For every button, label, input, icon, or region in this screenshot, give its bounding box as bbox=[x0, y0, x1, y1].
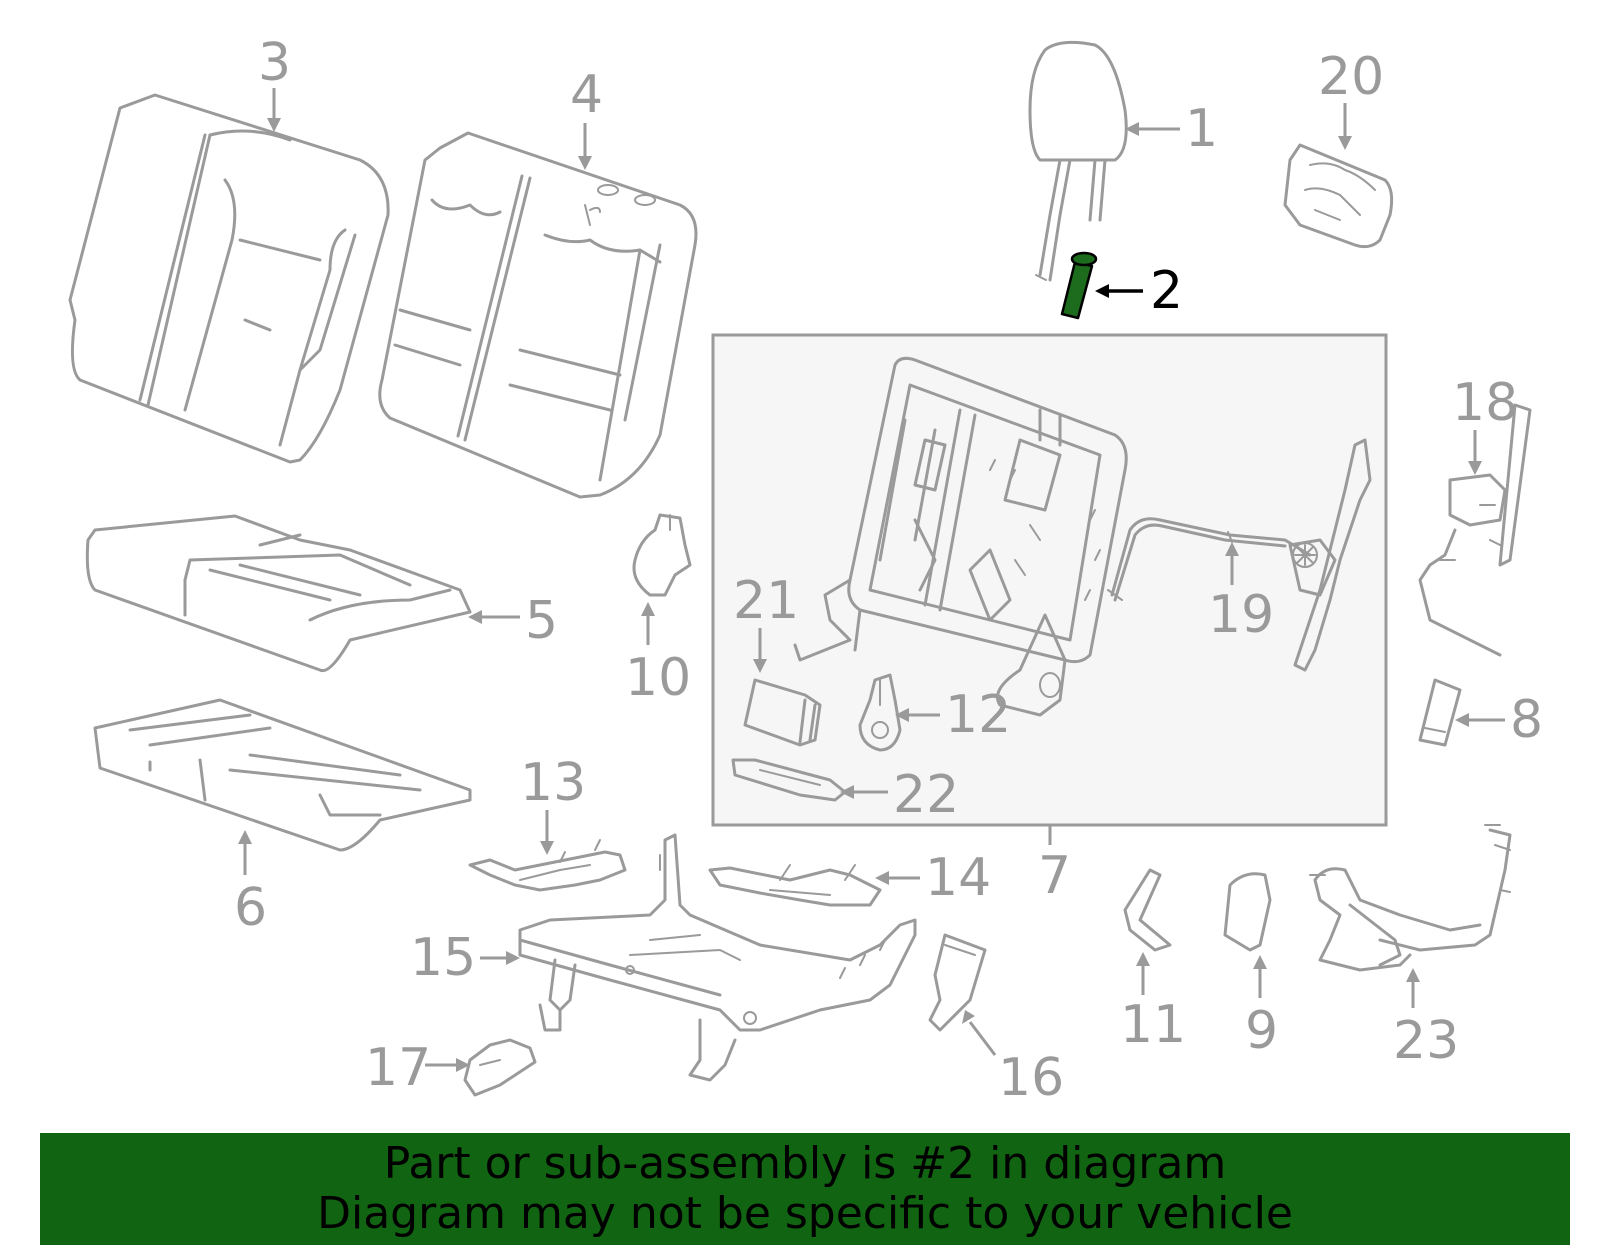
callout-1[interactable]: 1 bbox=[1185, 99, 1218, 159]
part-15-cushion-frame[interactable] bbox=[518, 833, 917, 1082]
callout-20[interactable]: 20 bbox=[1318, 47, 1384, 107]
callout-22[interactable]: 22 bbox=[893, 765, 959, 825]
arrowhead-2 bbox=[1095, 284, 1109, 298]
callout-16[interactable]: 16 bbox=[998, 1048, 1064, 1108]
part-8-cap[interactable] bbox=[1418, 678, 1462, 747]
callout-19[interactable]: 19 bbox=[1208, 585, 1274, 645]
part-12-latch[interactable] bbox=[858, 673, 902, 752]
part-5-cushion-cover[interactable] bbox=[85, 514, 472, 673]
arrowhead-13 bbox=[540, 841, 554, 855]
callout-9[interactable]: 9 bbox=[1245, 1001, 1278, 1061]
arrowhead-22 bbox=[840, 785, 854, 799]
part-3-seatback-cover[interactable] bbox=[68, 93, 390, 464]
arrowhead-4 bbox=[578, 156, 592, 170]
callout-18[interactable]: 18 bbox=[1452, 373, 1518, 433]
part-23-wiring-harness[interactable] bbox=[1309, 824, 1512, 972]
leader-16 bbox=[968, 1021, 997, 1056]
arrowhead-1 bbox=[1125, 122, 1139, 136]
part-18-latch-assembly[interactable] bbox=[1418, 403, 1532, 657]
part-1-headrest[interactable] bbox=[1028, 40, 1128, 282]
arrowhead-17 bbox=[456, 1058, 470, 1072]
part-17-foot-cover[interactable] bbox=[463, 1038, 537, 1097]
arrowhead-11 bbox=[1136, 952, 1150, 966]
callout-10[interactable]: 10 bbox=[625, 648, 691, 708]
callout-15[interactable]: 15 bbox=[410, 928, 476, 988]
part-2-headrest-guide[interactable] bbox=[1060, 251, 1098, 320]
part-7-seatback-frame[interactable] bbox=[793, 356, 1128, 717]
part-9-cap[interactable] bbox=[1223, 872, 1272, 952]
arrowhead-8 bbox=[1455, 713, 1469, 727]
info-banner: Part or sub-assembly is #2 in diagram Di… bbox=[40, 1133, 1570, 1245]
arrowhead-21 bbox=[753, 659, 767, 673]
arrowhead-16 bbox=[962, 1010, 975, 1024]
arrowhead-23 bbox=[1406, 968, 1420, 982]
arrowhead-19 bbox=[1225, 542, 1239, 556]
part-21-module[interactable] bbox=[743, 678, 822, 747]
callout-6[interactable]: 6 bbox=[234, 878, 267, 938]
callout-12[interactable]: 12 bbox=[945, 685, 1011, 745]
part-7-frame-group-box[interactable] bbox=[711, 333, 1388, 827]
callout-4[interactable]: 4 bbox=[570, 65, 603, 125]
callout-21[interactable]: 21 bbox=[733, 571, 799, 631]
arrowhead-10 bbox=[641, 602, 655, 616]
part-20-bracket[interactable] bbox=[1283, 143, 1394, 249]
part-6-cushion-pad[interactable] bbox=[93, 698, 472, 852]
arrowhead-6 bbox=[238, 830, 252, 844]
part-16-trim[interactable] bbox=[928, 933, 987, 1032]
banner-line-disclaimer: Diagram may not be specific to your vehi… bbox=[317, 1188, 1293, 1239]
callout-14[interactable]: 14 bbox=[925, 848, 991, 908]
arrowhead-3 bbox=[267, 118, 281, 132]
arrowhead-12 bbox=[895, 708, 909, 722]
banner-line-part: Part or sub-assembly is #2 in diagram bbox=[383, 1138, 1227, 1189]
callout-3[interactable]: 3 bbox=[258, 33, 291, 93]
part-19-recliner-cable[interactable] bbox=[1107, 438, 1372, 672]
callout-5[interactable]: 5 bbox=[525, 591, 558, 651]
callout-2[interactable]: 2 bbox=[1150, 261, 1183, 321]
part-10-cover[interactable] bbox=[632, 513, 692, 597]
callout-8[interactable]: 8 bbox=[1510, 690, 1543, 750]
callout-7[interactable]: 7 bbox=[1038, 846, 1071, 906]
arrowhead-20 bbox=[1338, 136, 1352, 150]
arrowhead-15 bbox=[506, 951, 520, 965]
part-13-bracket[interactable] bbox=[468, 839, 627, 892]
callout-13[interactable]: 13 bbox=[520, 753, 586, 813]
arrowhead-14 bbox=[875, 871, 889, 885]
arrowhead-18 bbox=[1468, 461, 1482, 475]
part-14-bracket[interactable] bbox=[708, 864, 882, 907]
callout-23[interactable]: 23 bbox=[1393, 1011, 1459, 1071]
callout-17[interactable]: 17 bbox=[365, 1038, 431, 1098]
part-22-plate[interactable] bbox=[731, 758, 847, 802]
callout-11[interactable]: 11 bbox=[1120, 995, 1186, 1055]
part-11-bracket[interactable] bbox=[1123, 868, 1172, 952]
part-4-seatback-pad[interactable] bbox=[378, 131, 698, 499]
arrowhead-9 bbox=[1253, 955, 1267, 969]
arrowhead-5 bbox=[468, 610, 482, 624]
